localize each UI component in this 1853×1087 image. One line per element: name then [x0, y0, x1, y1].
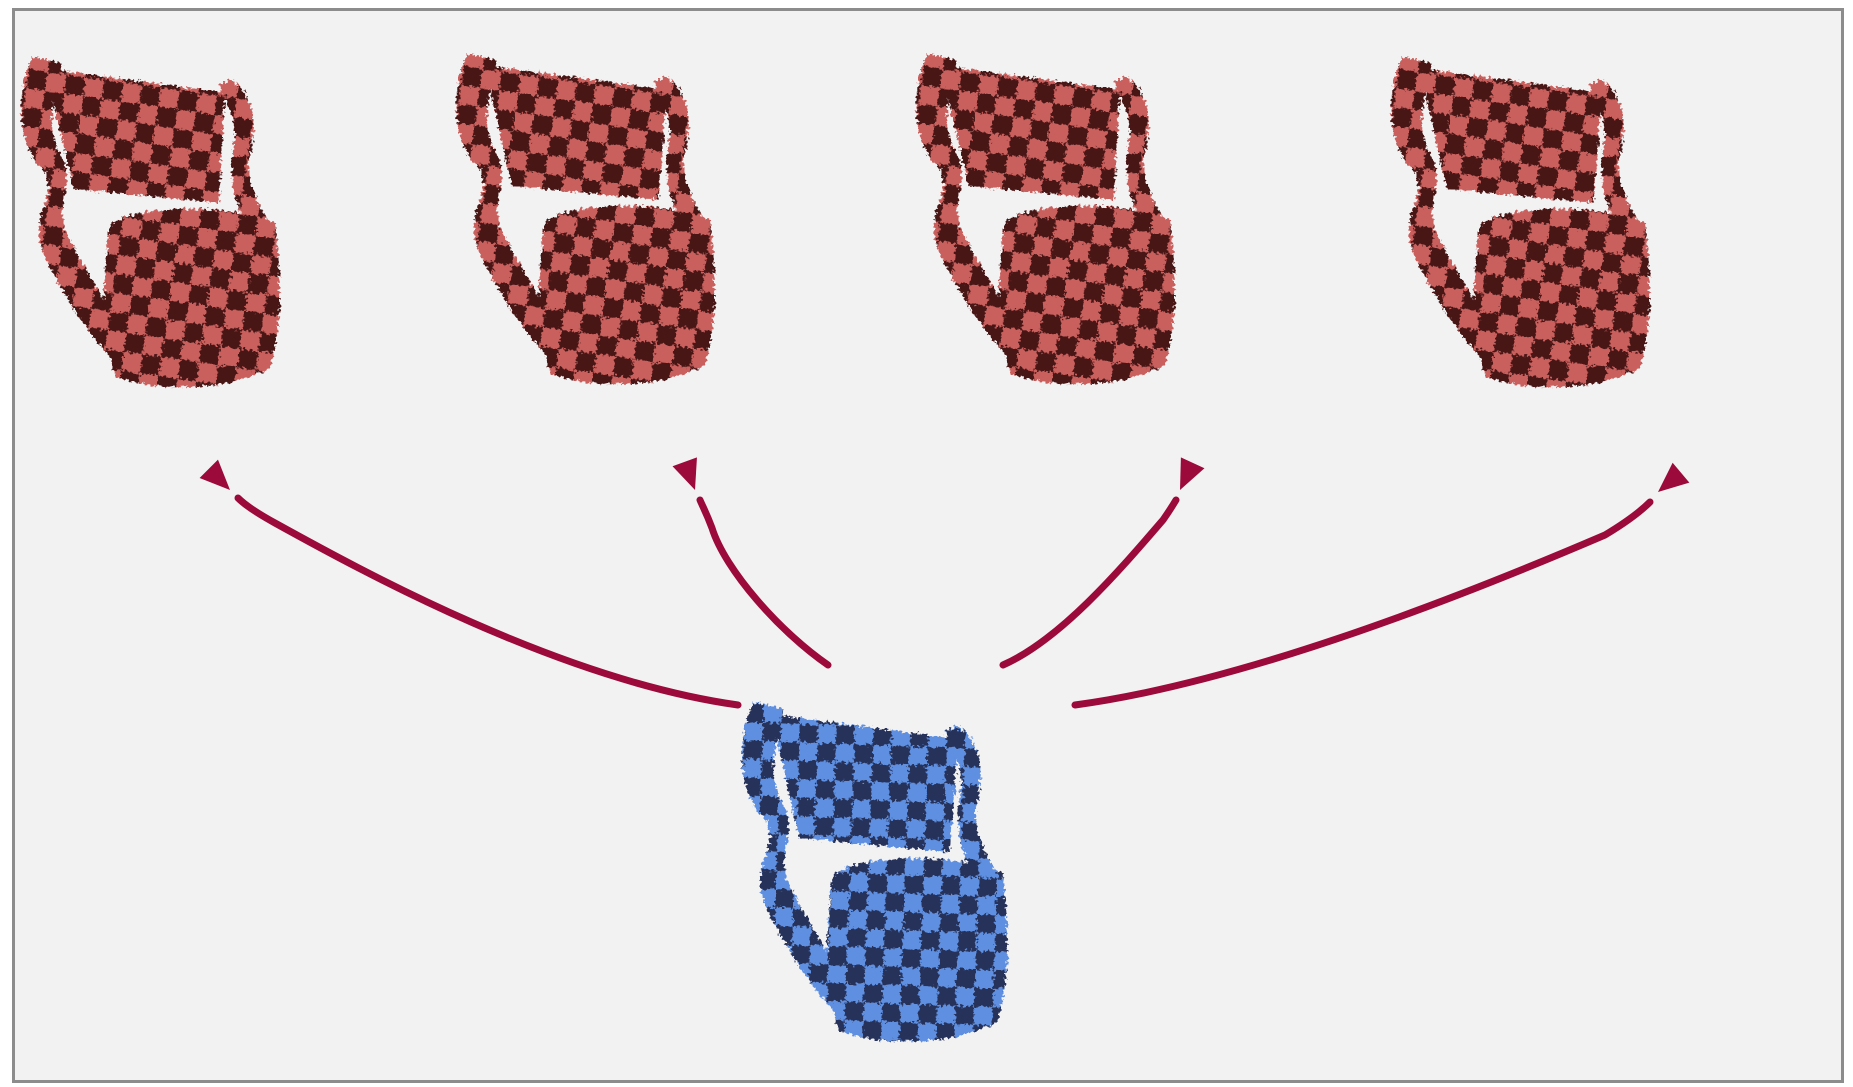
target-mesh-4 [1391, 57, 1649, 387]
arrow-to-target-4 [1075, 463, 1689, 705]
arrow-to-target-3 [1003, 457, 1204, 665]
target-mesh-3 [916, 54, 1174, 384]
target-mesh-2 [456, 54, 714, 384]
arrow-to-target-2 [673, 457, 828, 665]
source-mesh [742, 703, 1007, 1042]
target-mesh-1 [21, 57, 279, 387]
arrow-to-target-1 [200, 460, 738, 705]
